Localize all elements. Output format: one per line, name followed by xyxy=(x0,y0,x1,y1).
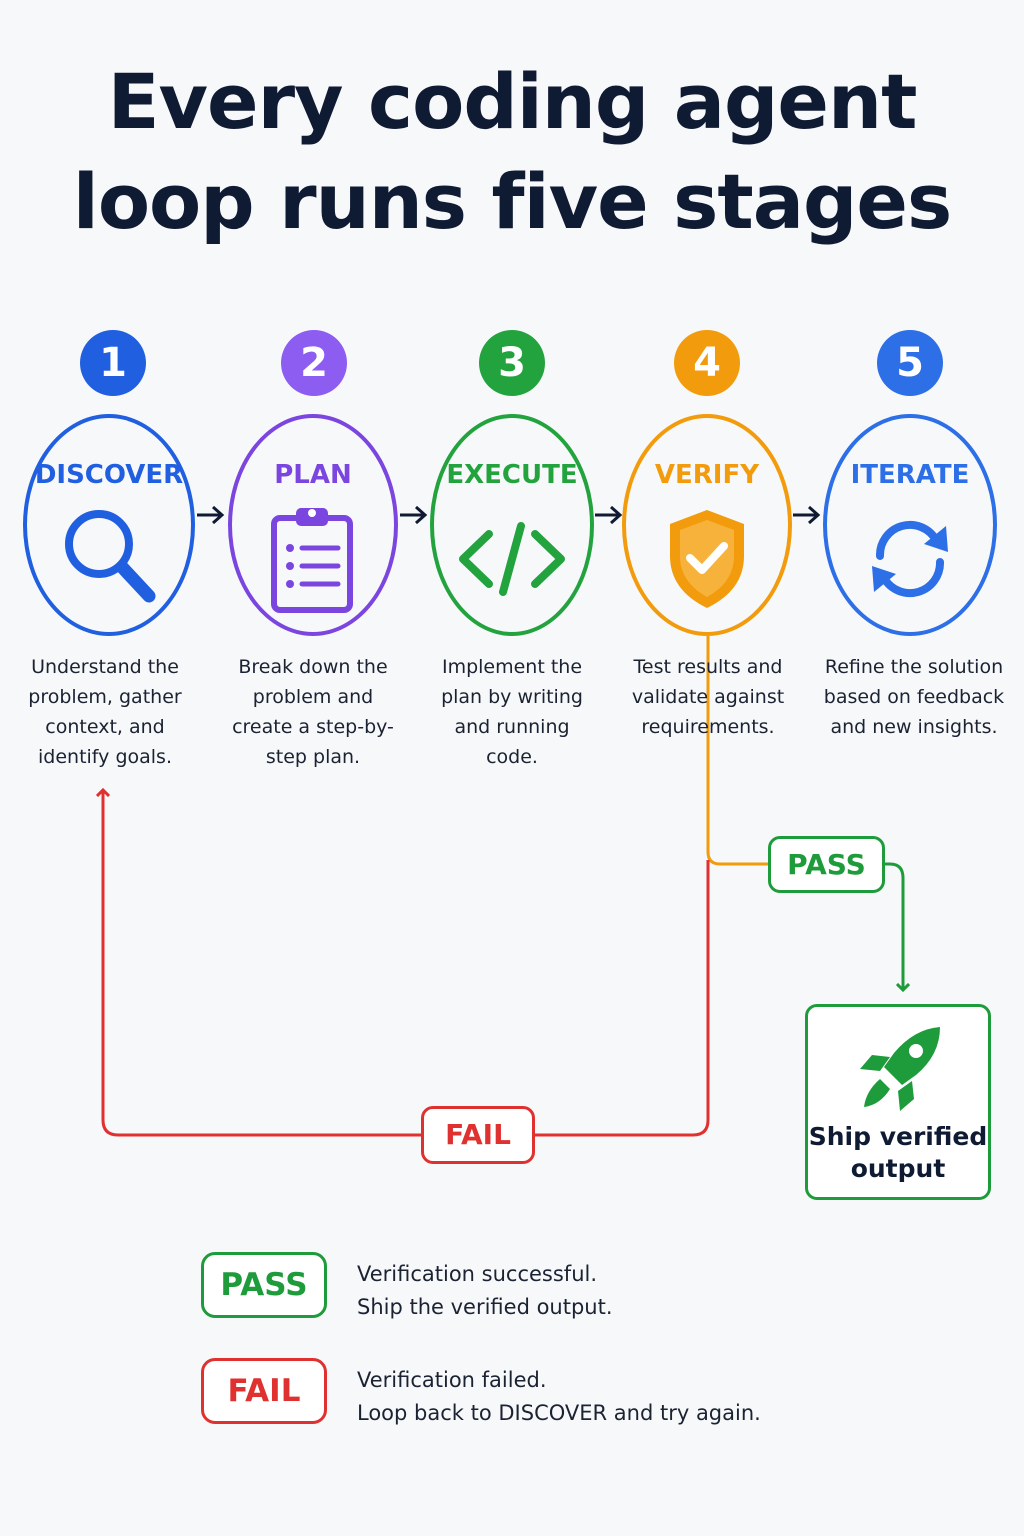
desc-line: context, and xyxy=(45,716,165,738)
fail-flow-label: FAIL xyxy=(421,1106,535,1164)
desc-line: validate against xyxy=(631,686,785,708)
pass-flow-label: PASS xyxy=(768,836,885,893)
desc-line: Understand the xyxy=(31,656,179,678)
verify-to-pass-line xyxy=(706,745,770,866)
stage-verify-label: VERIFY xyxy=(654,460,760,490)
stage-iterate: ITERATE xyxy=(823,414,997,636)
legend-line: Loop back to DISCOVER and try again. xyxy=(357,1401,761,1425)
desc-line: plan by writing xyxy=(441,686,583,708)
stage-2-badge: 2 xyxy=(281,330,347,396)
desc-line: step plan. xyxy=(265,746,361,768)
arrow-plan-execute-icon xyxy=(400,505,428,525)
ship-output-box: Ship verified output xyxy=(805,1004,991,1200)
desc-line: problem, gather xyxy=(28,686,182,708)
desc-line: requirements. xyxy=(641,716,775,738)
legend-line: Verification failed. xyxy=(357,1368,547,1392)
stage-4-badge: 4 xyxy=(674,330,740,396)
stage-3-badge: 3 xyxy=(479,330,545,396)
ship-output-label: Ship verified output xyxy=(808,1121,988,1185)
stage-5-badge: 5 xyxy=(877,330,943,396)
fail-loop-line xyxy=(103,790,710,1137)
desc-line: Refine the solution xyxy=(824,656,1004,678)
stage-discover-label: DISCOVER xyxy=(34,460,184,490)
desc-line: based on feedback xyxy=(823,686,1005,708)
stage-verify: VERIFY xyxy=(622,414,792,636)
rocket-icon xyxy=(854,1023,950,1119)
title-line-1: Every coding agent xyxy=(107,57,918,146)
desc-line: and new insights. xyxy=(830,716,998,738)
code-icon xyxy=(457,504,567,618)
legend-pass-text: Verification successful. Ship the verifi… xyxy=(357,1258,613,1324)
shield-check-icon xyxy=(662,504,752,620)
page-title: Every coding agent loop runs five stages xyxy=(0,52,1024,252)
ship-label-line: Ship verified xyxy=(808,1122,988,1151)
stage-plan-description: Break down the problem and create a step… xyxy=(218,652,408,772)
stage-1-badge: 1 xyxy=(80,330,146,396)
stage-execute-description: Implement the plan by writing and runnin… xyxy=(417,652,607,772)
legend-line: Verification successful. xyxy=(357,1262,598,1286)
stage-discover: DISCOVER xyxy=(23,414,195,636)
desc-line: create a step-by- xyxy=(232,716,394,738)
legend-pass-tag: PASS xyxy=(201,1252,327,1318)
magnifier-icon xyxy=(59,504,159,618)
stage-verify-description: Test results and validate against requir… xyxy=(608,652,808,742)
refresh-icon xyxy=(860,504,960,618)
desc-line: identify goals. xyxy=(38,746,172,768)
stage-plan: PLAN xyxy=(228,414,398,636)
desc-line: Implement the xyxy=(441,656,583,678)
legend-fail-tag: FAIL xyxy=(201,1358,327,1424)
desc-line: Break down the xyxy=(238,656,388,678)
title-line-2: loop runs five stages xyxy=(72,157,952,246)
arrow-execute-verify-icon xyxy=(595,505,623,525)
stage-iterate-description: Refine the solution based on feedback an… xyxy=(808,652,1020,742)
pass-to-ship-line xyxy=(884,862,903,990)
desc-line: code. xyxy=(486,746,538,768)
stage-execute-label: EXECUTE xyxy=(446,460,578,490)
arrow-verify-iterate-icon xyxy=(793,505,821,525)
desc-line: Test results and xyxy=(633,656,783,678)
ship-label-line: output xyxy=(850,1154,946,1183)
legend-line: Ship the verified output. xyxy=(357,1295,613,1319)
legend-fail-text: Verification failed. Loop back to DISCOV… xyxy=(357,1364,761,1430)
stage-plan-label: PLAN xyxy=(274,460,352,490)
stage-execute: EXECUTE xyxy=(430,414,594,636)
stage-discover-description: Understand the problem, gather context, … xyxy=(10,652,200,772)
desc-line: and running xyxy=(454,716,570,738)
arrow-discover-plan-icon xyxy=(197,505,225,525)
desc-line: problem and xyxy=(252,686,374,708)
stage-iterate-label: ITERATE xyxy=(850,460,970,490)
clipboard-list-icon xyxy=(268,504,358,618)
